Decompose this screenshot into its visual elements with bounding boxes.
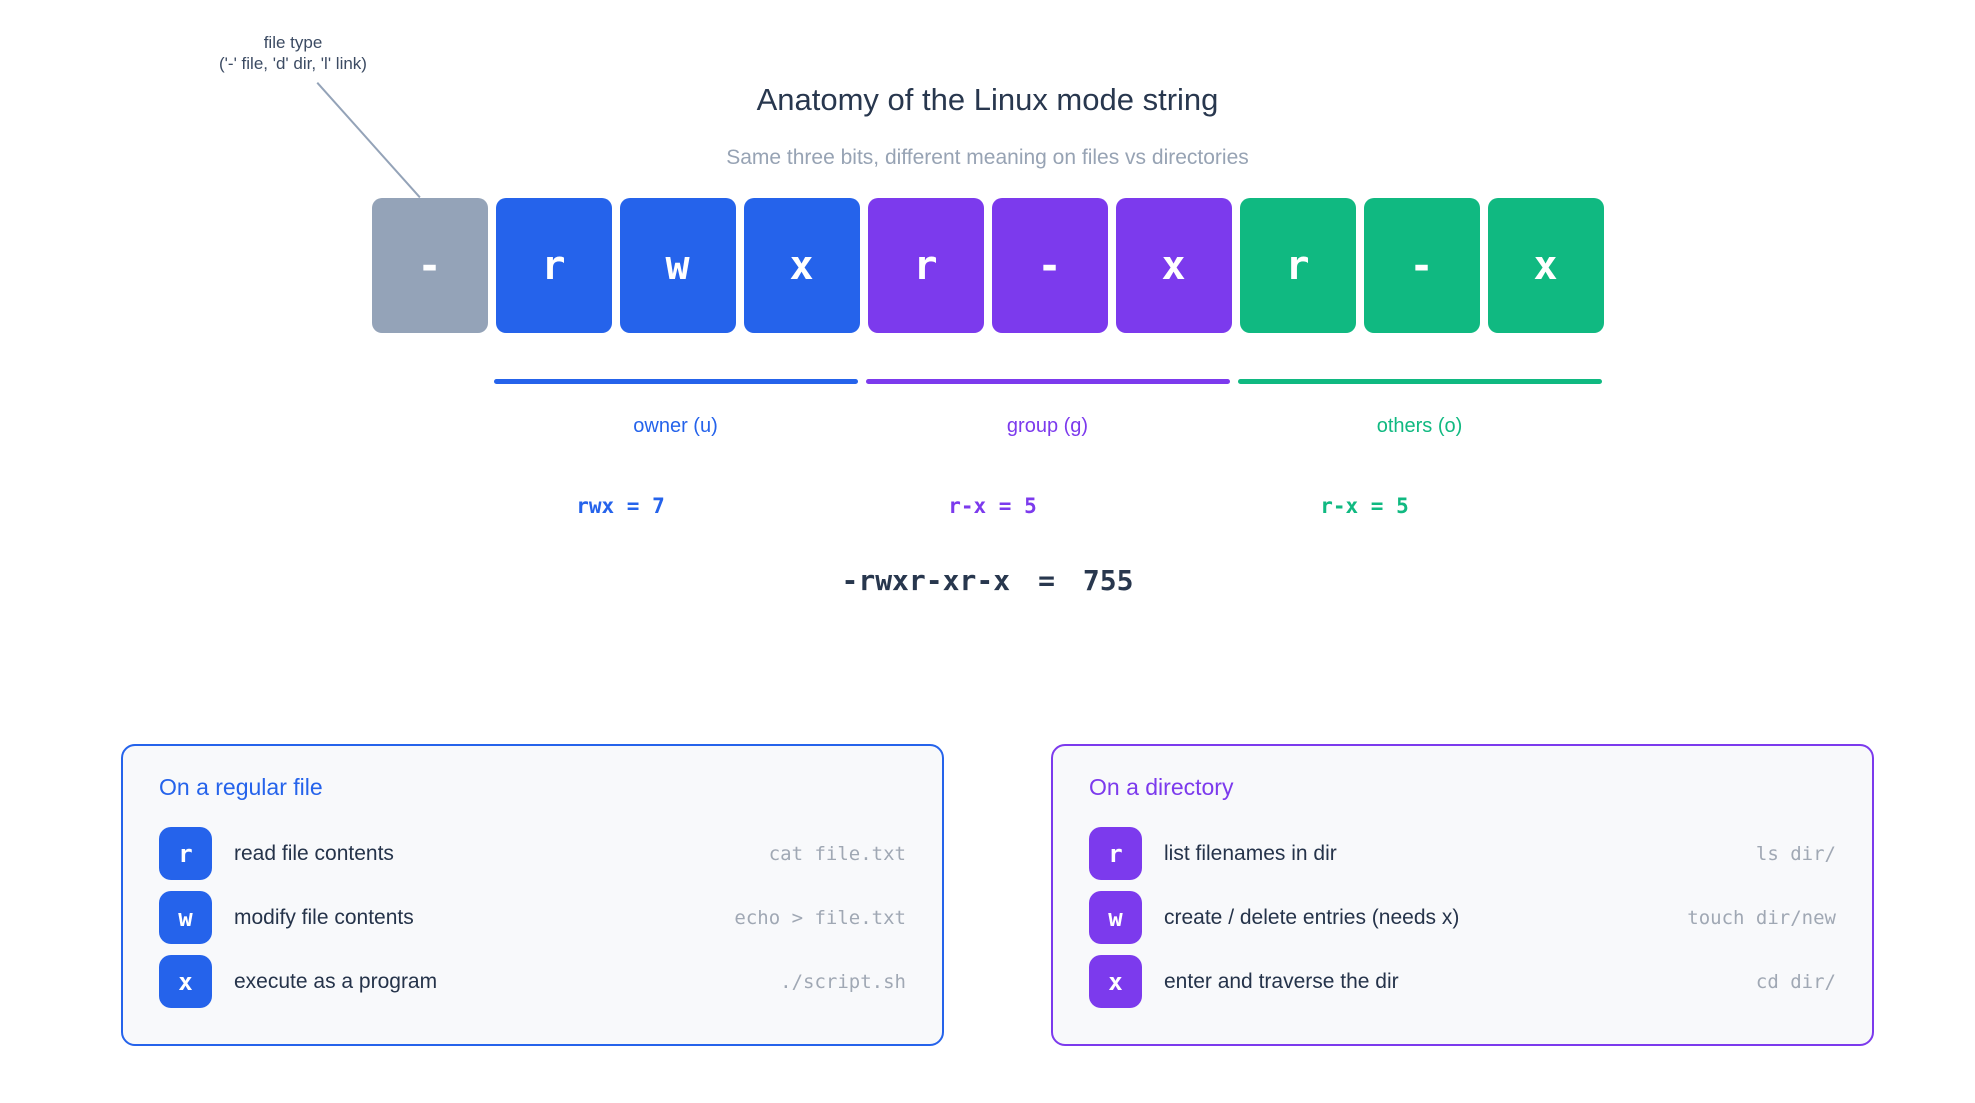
row-command-example: ls dir/ — [1755, 842, 1836, 865]
mode-tile-group-dash: - — [991, 198, 1108, 333]
annotation-line2: ('-' file, 'd' dir, 'l' link) — [219, 54, 367, 73]
card-directory: On a directory r list filenames in dir l… — [1051, 744, 1874, 1046]
page-title: Anatomy of the Linux mode string — [756, 82, 1219, 117]
file-type-annotation: file type ('-' file, 'd' dir, 'l' link) — [168, 32, 418, 74]
others-octal-value: r-x = 5 — [1320, 494, 1409, 518]
row-command-example: cd dir/ — [1755, 970, 1836, 993]
dir-row-execute: x enter and traverse the dir cd dir/ — [1089, 955, 1836, 1008]
row-description: create / delete entries (needs x) — [1164, 905, 1460, 929]
dir-row-read: r list filenames in dir ls dir/ — [1089, 827, 1836, 880]
mode-tile-others-dash: - — [1363, 198, 1480, 333]
card-regular-file: On a regular file r read file contents c… — [121, 744, 944, 1046]
others-underline — [1237, 379, 1602, 384]
row-description: enter and traverse the dir — [1164, 969, 1399, 993]
page-subtitle: Same three bits, different meaning on fi… — [726, 146, 1249, 169]
file-row-read: r read file contents cat file.txt — [159, 827, 906, 880]
mode-summary-equals: = — [1038, 564, 1055, 597]
mode-tile-owner-r: r — [495, 198, 612, 333]
mode-summary: -rwxr-xr-x = 755 — [0, 564, 1975, 597]
file-row-execute: x execute as a program ./script.sh — [159, 955, 906, 1008]
row-command-example: echo > file.txt — [734, 906, 906, 929]
card-directory-title: On a directory — [1089, 774, 1234, 800]
mode-tile-group-x: x — [1115, 198, 1232, 333]
row-command-example: touch dir/new — [1687, 906, 1836, 929]
group-labels: owner (u) group (g) others (o) — [494, 415, 1602, 438]
group-underlines — [493, 379, 1602, 384]
permission-badge-r: r — [159, 827, 212, 880]
row-description: modify file contents — [234, 905, 414, 929]
mode-tile-group-r: r — [867, 198, 984, 333]
octal-values-row: rwx = 7 r-x = 5 r-x = 5 — [439, 494, 1547, 518]
owner-label: owner (u) — [633, 415, 718, 437]
group-label: group (g) — [1006, 415, 1089, 437]
mode-tile-owner-w: w — [619, 198, 736, 333]
row-command-example: cat file.txt — [768, 842, 906, 865]
permission-badge-x: x — [1089, 955, 1142, 1008]
mode-summary-octal: 755 — [1082, 564, 1134, 597]
row-description: read file contents — [234, 841, 394, 865]
dir-row-write: w create / delete entries (needs x) touc… — [1089, 891, 1836, 944]
mode-summary-string: -rwxr-xr-x — [841, 564, 1011, 597]
row-command-example: ./script.sh — [780, 970, 906, 993]
file-row-write: w modify file contents echo > file.txt — [159, 891, 906, 944]
card-regular-file-title: On a regular file — [159, 774, 323, 800]
annotation-line1: file type — [263, 33, 323, 52]
mode-tile-others-x: x — [1487, 198, 1604, 333]
permission-badge-x: x — [159, 955, 212, 1008]
mode-tiles-row: - r w x r - x r - x — [0, 198, 1975, 333]
owner-octal-value: rwx = 7 — [576, 494, 665, 518]
others-label: others (o) — [1376, 415, 1463, 437]
row-description: execute as a program — [234, 969, 438, 993]
permission-badge-w: w — [159, 891, 212, 944]
owner-underline — [493, 379, 858, 384]
permission-badge-r: r — [1089, 827, 1142, 880]
mode-tile-filetype: - — [371, 198, 488, 333]
group-underline — [865, 379, 1230, 384]
permission-badge-w: w — [1089, 891, 1142, 944]
mode-tile-others-r: r — [1239, 198, 1356, 333]
row-description: list filenames in dir — [1164, 841, 1337, 865]
group-octal-value: r-x = 5 — [948, 494, 1037, 518]
mode-tile-owner-x: x — [743, 198, 860, 333]
